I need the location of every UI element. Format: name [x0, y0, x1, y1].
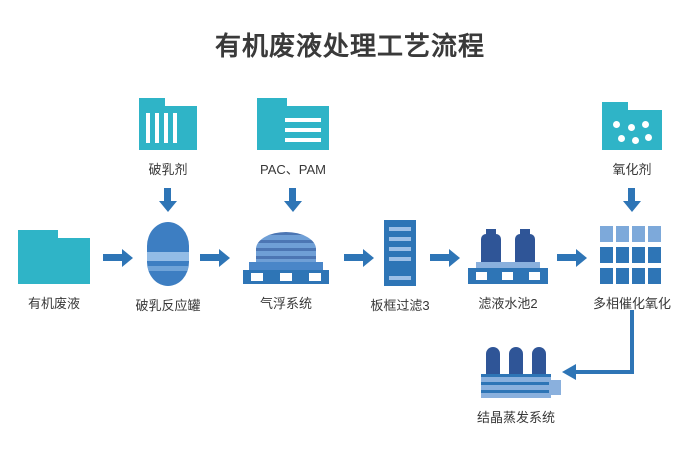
folder-stripes — [146, 113, 179, 143]
dome — [256, 232, 316, 262]
flotation-label: 气浮系统 — [259, 296, 312, 311]
node-flotation: 气浮系统 — [240, 226, 332, 312]
filter-rack-icon — [384, 220, 416, 286]
flotation-dome-icon — [243, 226, 329, 284]
node-oxidant: 氧化剂 — [596, 102, 668, 178]
bottle-icon — [515, 229, 535, 262]
tube-icon — [532, 347, 546, 374]
evaporator-label: 结晶蒸发系统 — [476, 410, 555, 425]
arrow-flotation-to-filter — [344, 248, 374, 267]
node-waste: 有机废液 — [16, 230, 92, 312]
grid-row — [600, 226, 664, 242]
arrow-demulsifier-down — [158, 188, 177, 212]
tube-icon — [486, 347, 500, 374]
folder-tab — [18, 230, 58, 238]
folder-tab — [139, 98, 165, 106]
pac-pam-label: PAC、PAM — [260, 162, 326, 177]
dome-mid-band — [249, 262, 323, 270]
folder-tab — [602, 102, 628, 110]
reactor-tank-icon — [147, 222, 189, 286]
connector-to-evaporator — [576, 370, 634, 374]
pool-strip — [476, 262, 540, 268]
reactor-label: 破乳反应罐 — [135, 298, 201, 313]
oxidant-folder-icon — [602, 102, 662, 150]
node-filter: 板框过滤3 — [370, 220, 430, 314]
base-window — [251, 273, 264, 281]
evaporator-side-box — [549, 380, 561, 395]
tube-icon — [509, 347, 523, 374]
pac-pam-folder-icon — [257, 98, 329, 150]
arrow-reactor-to-flotation — [200, 248, 230, 267]
oxidation-grid-icon — [600, 226, 664, 284]
pool-bottles — [481, 229, 535, 262]
base-window — [308, 273, 321, 281]
base-window — [279, 273, 292, 281]
connector-oxidation-down — [630, 310, 634, 372]
grid-row — [600, 268, 664, 284]
base-window — [529, 272, 541, 280]
node-demulsifier: 破乳剂 — [132, 98, 204, 178]
grid-row — [600, 247, 664, 263]
bottle-icon — [481, 229, 501, 262]
node-oxidation: 多相催化氧化 — [593, 226, 672, 312]
arrow-oxidant-down — [622, 188, 641, 212]
oxidant-label: 氧化剂 — [612, 162, 652, 177]
evaporator-body — [481, 374, 551, 398]
folder-tab — [257, 98, 287, 106]
arrow-filter-to-pool — [430, 248, 460, 267]
node-pac-pam: PAC、PAM — [250, 98, 336, 178]
node-reactor: 破乳反应罐 — [136, 222, 201, 314]
node-evaporator: 结晶蒸发系统 — [474, 342, 561, 426]
evaporator-icon — [477, 342, 561, 398]
dome-base — [243, 270, 329, 284]
base-window — [475, 272, 487, 280]
pool-label: 滤液水池2 — [478, 296, 538, 311]
evaporator-tubes — [486, 347, 546, 374]
base-window — [502, 272, 514, 280]
arrow-pac-pam-down — [283, 188, 302, 212]
waste-folder-icon — [18, 230, 90, 284]
node-pool: 滤液水池2 — [464, 226, 552, 312]
folder-lines — [285, 118, 321, 145]
demulsifier-label: 破乳剂 — [148, 162, 188, 177]
oxidation-label: 多相催化氧化 — [593, 296, 672, 311]
arrow-waste-to-reactor — [103, 248, 133, 267]
folder-dots — [613, 121, 620, 128]
arrow-pool-to-oxidation — [557, 248, 587, 267]
connector-arrowhead-left — [562, 364, 576, 380]
pool-icon — [468, 226, 548, 284]
filter-label: 板框过滤3 — [370, 298, 430, 313]
waste-label: 有机废液 — [27, 296, 80, 311]
demulsifier-folder-icon — [139, 98, 197, 150]
page-title: 有机废液处理工艺流程 — [214, 31, 485, 61]
pool-base — [468, 268, 548, 284]
